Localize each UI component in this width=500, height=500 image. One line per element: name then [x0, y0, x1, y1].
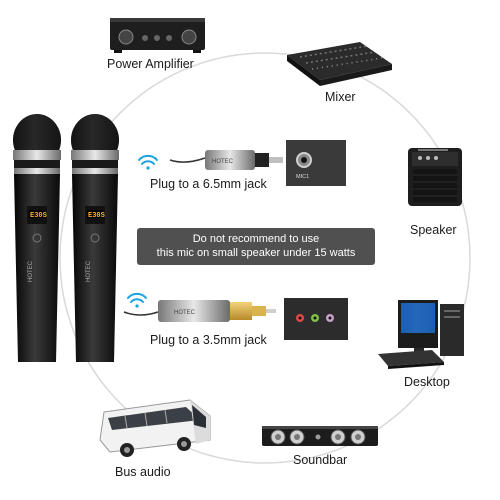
label-mixer: Mixer [325, 90, 356, 104]
mixer-image [287, 42, 392, 86]
label-bus-audio: Bus audio [115, 465, 171, 479]
wifi-icon-lower [127, 292, 147, 308]
receiver-3-5mm-image: HOTEC [123, 300, 276, 322]
speaker-warning-box: Do not recommend to use this mic on smal… [137, 228, 375, 265]
audio-ports-panel [284, 298, 348, 340]
connection-circle [59, 52, 471, 464]
speaker-warning-line-2: this mic on small speaker under 15 watts [156, 246, 356, 259]
receiver-upper-brand: HOTEC [212, 159, 234, 165]
speaker-warning-line-1: Do not recommend to use [192, 233, 320, 245]
receiver-6-5mm-image: HOTEC [169, 150, 283, 170]
label-soundbar: Soundbar [293, 453, 348, 467]
label-speaker: Speaker [410, 223, 457, 237]
label-desktop: Desktop [404, 375, 450, 389]
microphone-right [71, 114, 119, 362]
mic-jack-panel: MIC1 [286, 140, 346, 186]
microphone-left [13, 114, 61, 362]
soundbar-image [262, 426, 378, 446]
mic-right-display: E30S [88, 212, 105, 220]
speaker-image [408, 148, 462, 206]
bus-image [99, 399, 211, 457]
mic-left-display: E30S [30, 212, 47, 220]
receiver-lower-brand: HOTEC [174, 310, 196, 316]
label-power-amplifier: Power Amplifier [107, 57, 194, 71]
desktop-image [378, 300, 464, 369]
mic-jack-label: MIC1 [296, 174, 309, 180]
label-3-5mm-jack: Plug to a 3.5mm jack [150, 333, 267, 347]
label-6-5mm-jack: Plug to a 6.5mm jack [150, 177, 267, 191]
mic-right-brand: HOTEC [86, 260, 92, 282]
wifi-icon-upper [138, 154, 158, 170]
mic-left-brand: HOTEC [28, 260, 34, 282]
power-amplifier-image [110, 18, 205, 53]
